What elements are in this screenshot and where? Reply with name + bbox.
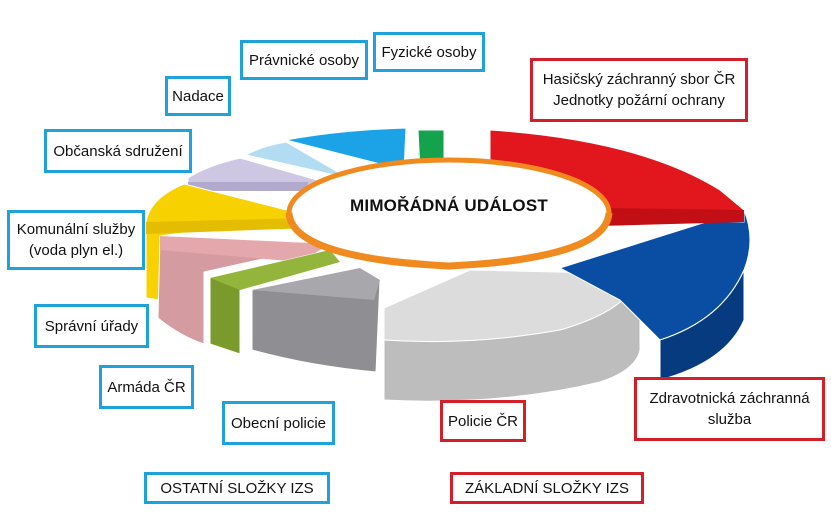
segment-nadace (244, 141, 349, 179)
segment-spravni-urady (157, 235, 331, 345)
segment-obecni-policie (251, 267, 381, 373)
segment-komunalni-sluzby (145, 183, 311, 301)
label-nadace: Nadace (165, 76, 231, 116)
segment-zdravotnicka-zachranna-sluzba (558, 209, 751, 381)
legend-zakladni-slozky: ZÁKLADNÍ SLOŽKY IZS (450, 472, 644, 504)
label-zdravotnicka-zachranna-sluzba: Zdravotnická záchranná služba (634, 377, 825, 441)
label-policie-cr: Policie ČR (440, 400, 526, 442)
label-komunalni-sluzby: Komunální služby (voda plyn el.) (7, 210, 145, 270)
segment-pravnicke-osoby (285, 127, 407, 171)
label-fyzicke-osoby: Fyzické osoby (373, 32, 485, 72)
segment-obcanska-sdruzeni (187, 157, 339, 191)
label-pravnicke-osoby: Právnické osoby (240, 40, 368, 80)
legend-ostatni-slozky: OSTATNÍ SLOŽKY IZS (144, 472, 330, 504)
label-obcanska-sdruzeni: Občanská sdružení (44, 129, 192, 173)
label-obecni-policie: Obecní policie (222, 401, 335, 445)
center-title: MIMOŘÁDNÁ UDÁLOST (350, 196, 548, 215)
label-spravni-urady: Správní úřady (34, 304, 149, 348)
label-armada-cr: Armáda ČR (99, 365, 194, 409)
label-hasicsky-zachranny-sbor: Hasičský záchranný sbor ČR Jednotky požá… (530, 58, 748, 122)
